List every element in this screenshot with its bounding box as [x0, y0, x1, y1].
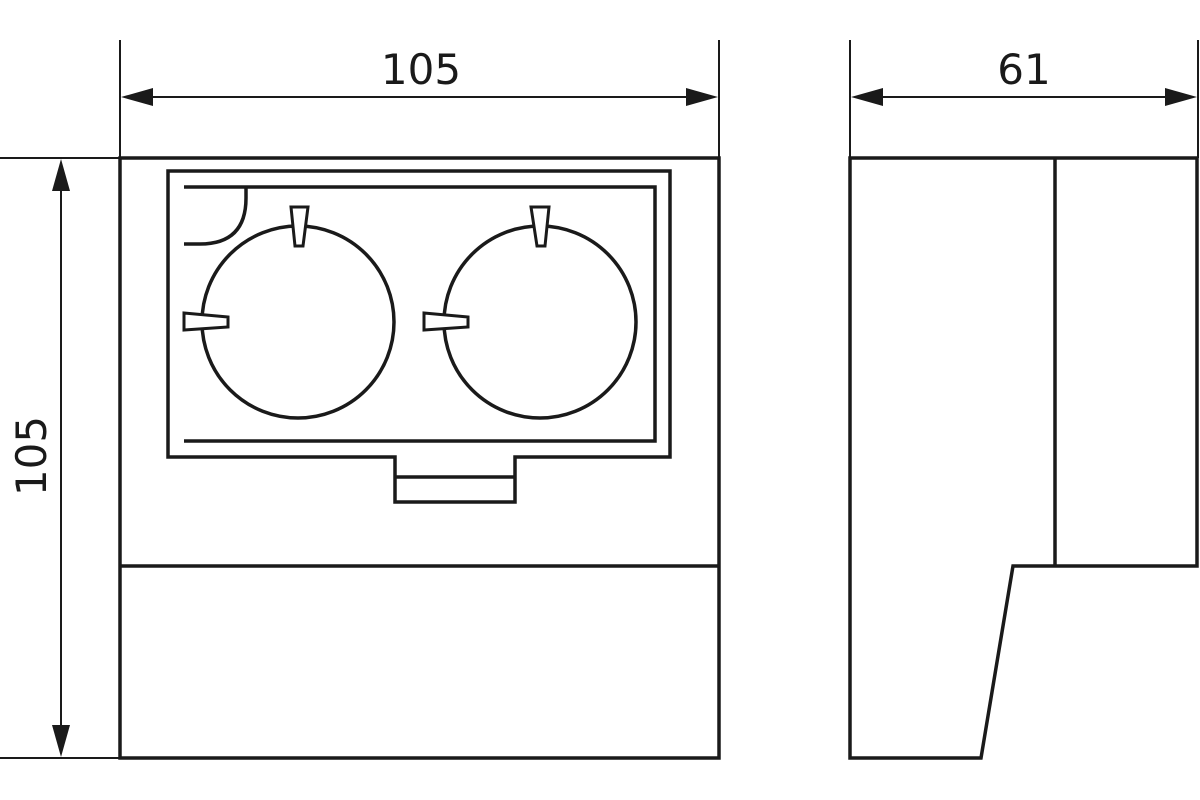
- arrowhead-bottom: [52, 725, 70, 757]
- width-dimension: 105: [119, 40, 720, 158]
- front-view: 105 105: [0, 40, 721, 760]
- width-dimension-label: 105: [381, 45, 461, 94]
- height-dimension: 105: [0, 157, 120, 759]
- lid-outer-frame: [166, 169, 672, 504]
- socket-right: [422, 205, 638, 420]
- arrowhead-left: [851, 88, 883, 106]
- arrowhead-right: [686, 88, 718, 106]
- lid-inner-frame: [184, 185, 657, 443]
- arrowhead-left: [121, 88, 153, 106]
- socket-left-earth-contact-top: [289, 205, 310, 248]
- side-body-outline: [848, 156, 1199, 760]
- socket-right-outline: [442, 224, 638, 420]
- height-dimension-label: 105: [7, 416, 56, 496]
- socket-left-outline: [200, 224, 396, 420]
- hinge-corner: [184, 187, 248, 246]
- socket-left: [182, 205, 396, 420]
- arrowhead-top: [52, 159, 70, 191]
- socket-right-earth-contact-top: [529, 205, 551, 248]
- side-view: 61: [848, 40, 1199, 760]
- housing-outline: [118, 156, 721, 760]
- depth-dimension-label: 61: [997, 45, 1050, 94]
- depth-dimension: 61: [849, 40, 1199, 158]
- socket-left-earth-contact-side: [182, 311, 230, 332]
- arrowhead-right: [1165, 88, 1197, 106]
- socket-right-earth-contact-side: [422, 311, 470, 332]
